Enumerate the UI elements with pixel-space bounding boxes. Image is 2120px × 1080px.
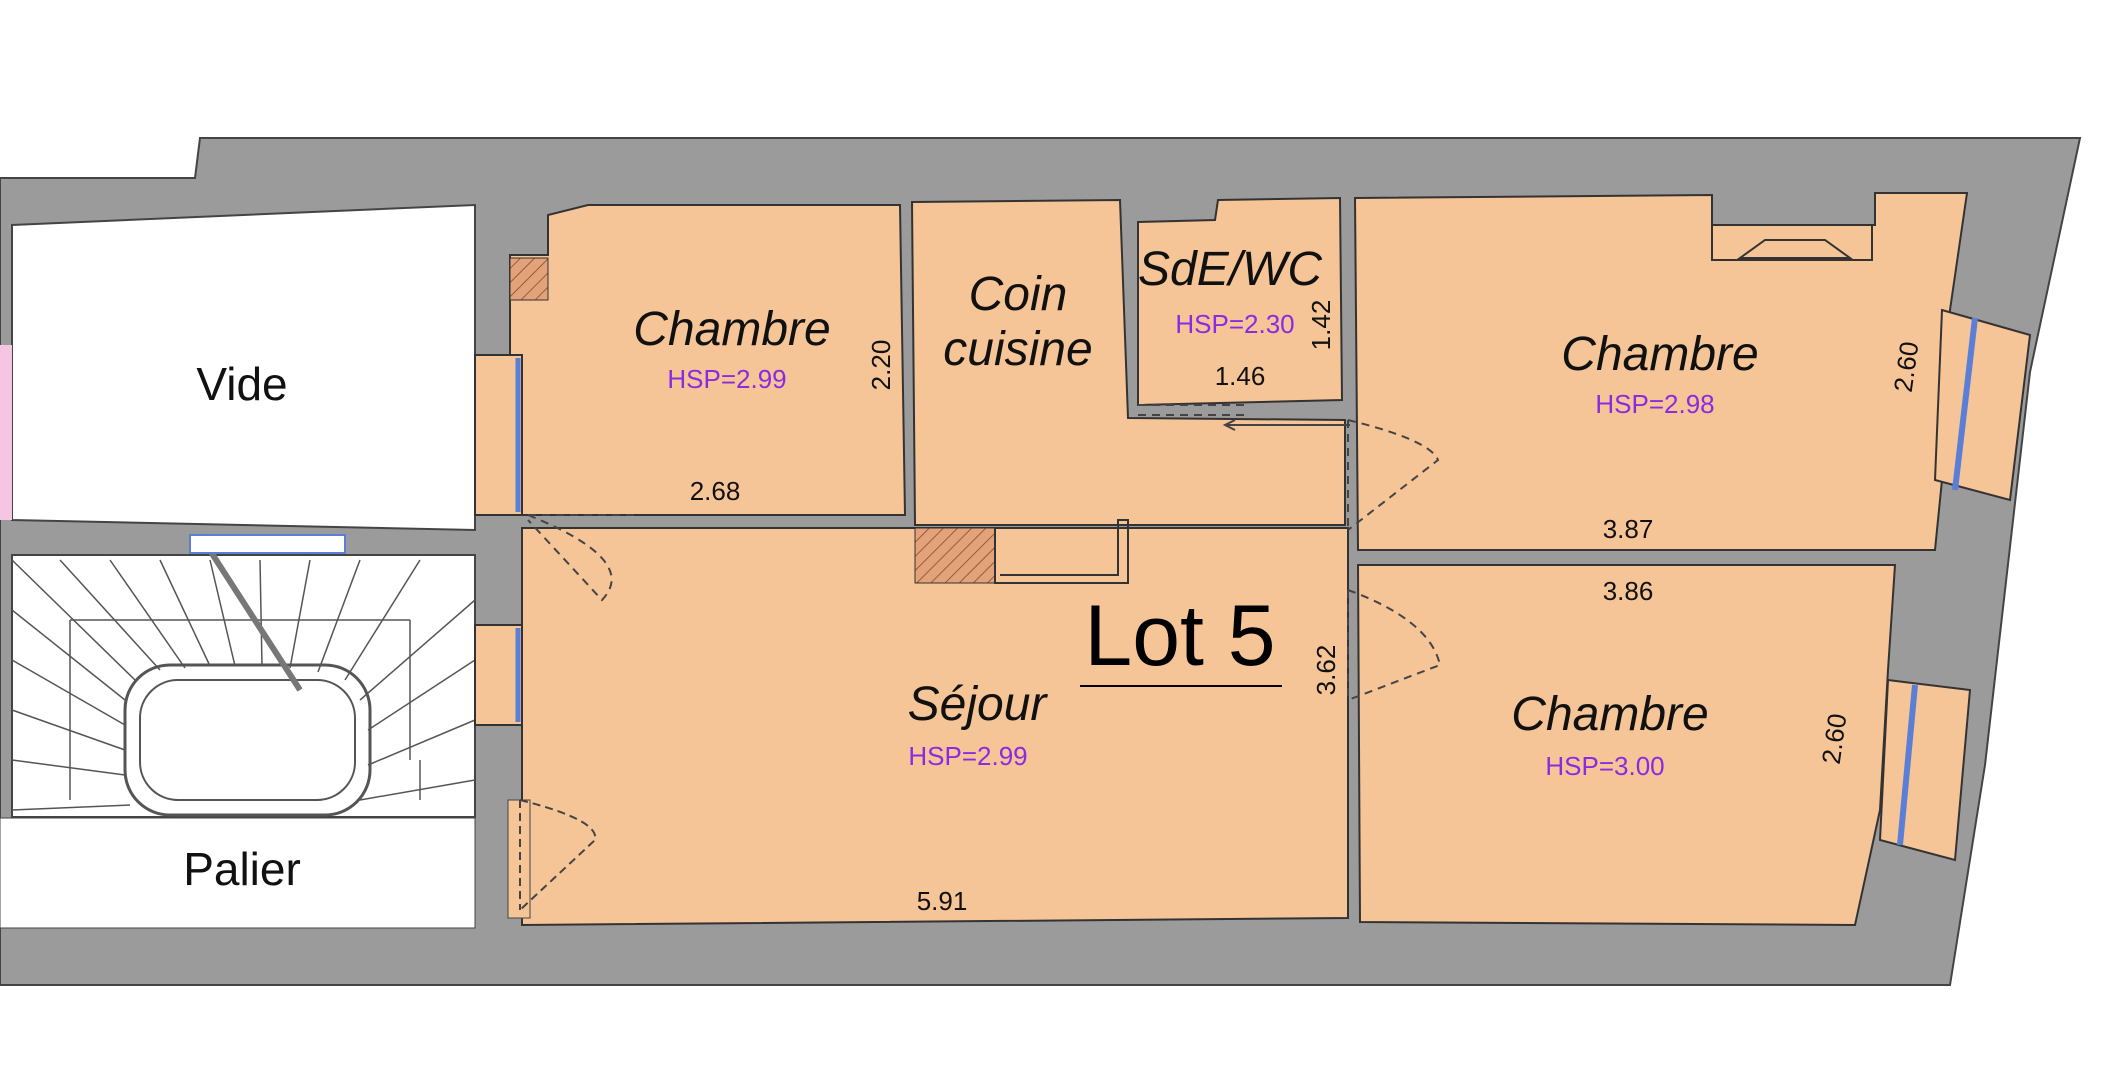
hsp-sde-wc: HSP=2.30 [1175, 309, 1294, 339]
staircase [11, 533, 476, 817]
label-sde-wc: SdE/WC [1138, 243, 1322, 296]
window-left-2 [474, 624, 523, 726]
window-chambre-2 [1952, 317, 1978, 491]
hsp-chambre-2: HSP=2.98 [1595, 389, 1714, 419]
hsp-sejour: HSP=2.99 [908, 741, 1027, 771]
dim-sejour-w: 5.91 [917, 886, 968, 916]
room-chambre-3 [1356, 564, 1897, 927]
label-coin-cuisine-2: cuisine [943, 323, 1092, 376]
dim-chambre-3-h: 2.60 [1816, 712, 1853, 766]
window-left-1 [474, 354, 523, 516]
dim-sde-wc-h: 1.42 [1306, 300, 1336, 351]
room-coin-cuisine [910, 198, 1346, 526]
label-sejour: Séjour [908, 678, 1049, 731]
room-chambre-1 [509, 204, 907, 516]
label-vide: Vide [196, 358, 287, 410]
chimney-chambre-1 [509, 257, 549, 301]
dim-chambre-2-h: 2.60 [1888, 340, 1925, 394]
room-sejour [521, 527, 1349, 927]
pink-strip [0, 345, 12, 520]
dim-chambre-2-w: 3.87 [1603, 514, 1654, 544]
label-coin-cuisine-1: Coin [969, 268, 1068, 321]
fireplace [1711, 224, 1873, 261]
doors [527, 404, 1442, 701]
stairwell-window [189, 534, 346, 554]
window-bay-chambre-3 [1878, 678, 1972, 862]
label-chambre-1: Chambre [633, 303, 830, 356]
dim-chambre-1-w: 2.68 [690, 476, 741, 506]
room-chambre-2 [1353, 192, 1969, 551]
entry-door-swing [519, 799, 597, 911]
label-chambre-3: Chambre [1511, 688, 1708, 741]
chimney-sejour [914, 527, 996, 584]
dim-sde-wc-w: 1.46 [1215, 361, 1266, 391]
dim-sejour-h: 3.62 [1311, 645, 1341, 696]
hsp-chambre-1: HSP=2.99 [667, 364, 786, 394]
label-chambre-2: Chambre [1561, 328, 1758, 381]
lot-title: Lot 5 [1084, 588, 1275, 684]
kitchen-counter [994, 519, 1129, 584]
window-chambre-3 [1897, 684, 1918, 846]
label-palier: Palier [183, 843, 301, 895]
dim-chambre-3-w: 3.86 [1603, 576, 1654, 606]
dim-chambre-1-h: 2.20 [866, 340, 896, 391]
hsp-chambre-3: HSP=3.00 [1545, 751, 1664, 781]
palier-landing [0, 817, 476, 929]
